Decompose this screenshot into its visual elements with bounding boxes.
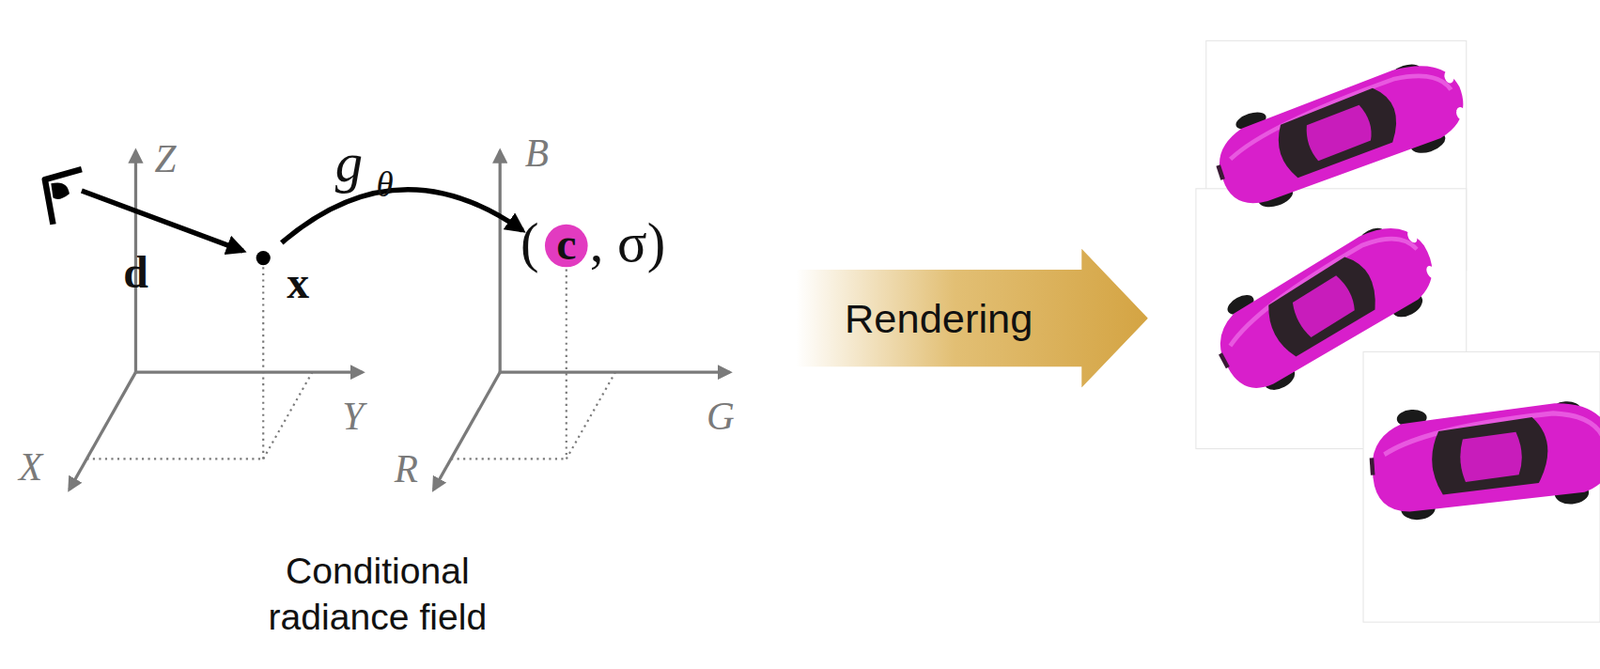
arrow-fill	[795, 248, 1149, 389]
axis-label: G	[706, 396, 735, 435]
arrow-label: Rendering	[844, 295, 1033, 342]
point-label: x	[286, 261, 310, 307]
axis-label: Y	[341, 396, 364, 435]
axis-label: R	[394, 450, 419, 489]
render-arrow: Rendering	[795, 248, 1149, 389]
axis-label: X	[18, 447, 43, 486]
direction-label: d	[123, 250, 149, 296]
function-label: g	[335, 135, 363, 191]
function-subscript: θ	[375, 168, 393, 203]
caption-text: Conditional radiance field	[224, 547, 531, 640]
axis-label: Z	[154, 139, 176, 179]
density-label: , σ)	[590, 215, 666, 271]
color-label: c	[556, 222, 576, 268]
axis-label: B	[525, 133, 549, 172]
output-paren: (	[520, 215, 540, 271]
